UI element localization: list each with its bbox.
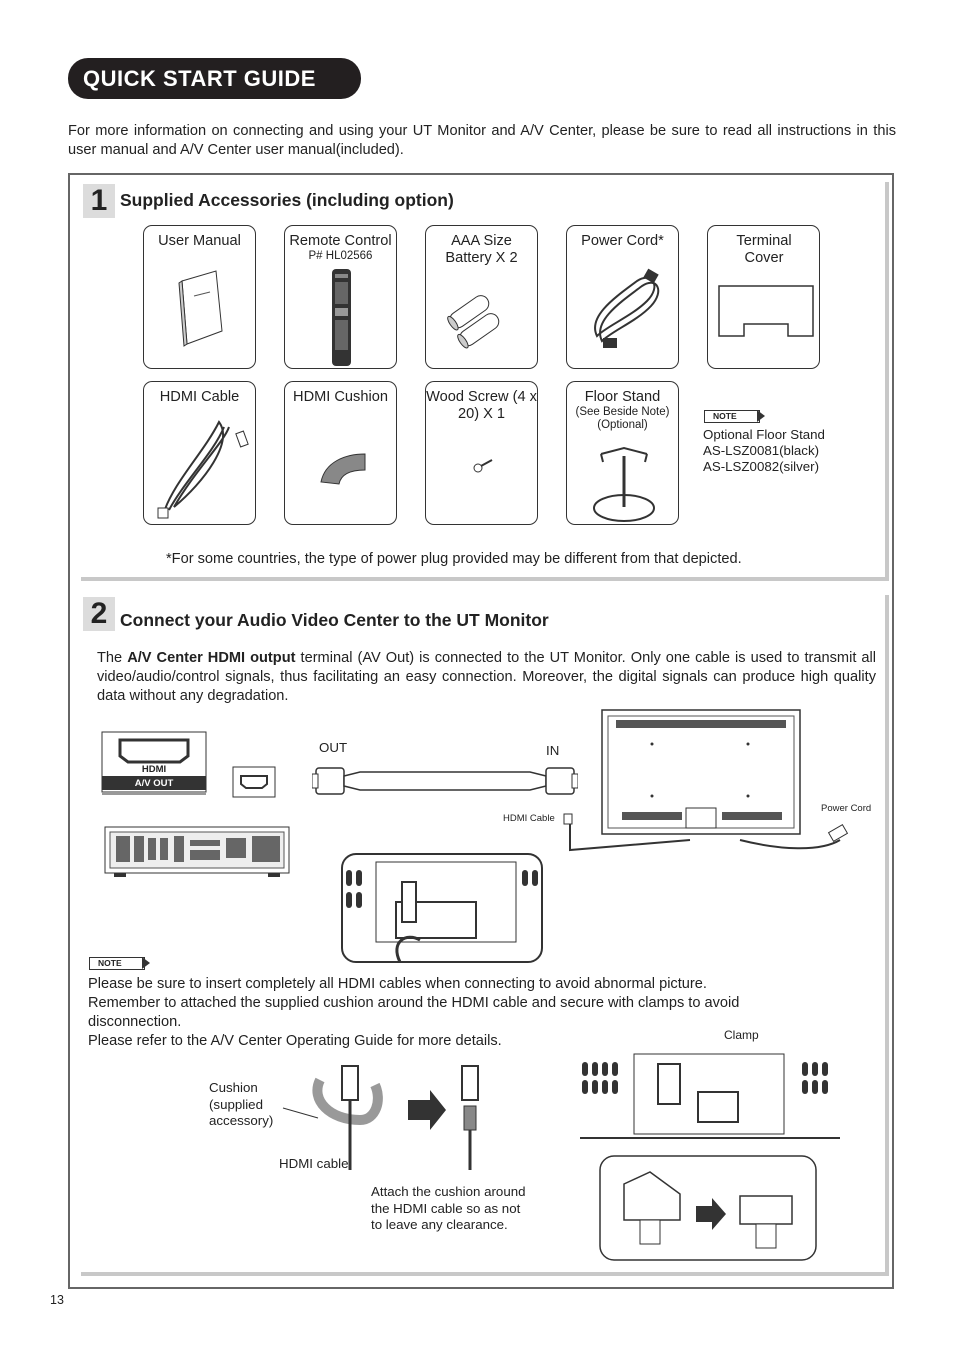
cushion-label: Cushion (supplied accessory) xyxy=(209,1080,273,1130)
connection-paragraph: The A/V Center HDMI output terminal (AV … xyxy=(97,649,876,706)
av-out-terminal-illustration xyxy=(101,731,207,795)
accessory-power-cord: Power Cord* xyxy=(566,225,679,369)
terminal-cover-icon xyxy=(718,285,814,337)
accessory-label: Wood Screw (4 x 20) X 1 xyxy=(426,389,537,422)
accessory-label: HDMI Cushion xyxy=(293,389,388,405)
cushion-label-line: Cushion xyxy=(209,1080,258,1095)
hdmi-cable-icon xyxy=(157,420,249,519)
content-frame xyxy=(68,173,894,1289)
section-number-1: 1 xyxy=(83,184,115,218)
attach-line: Attach the cushion around xyxy=(371,1184,526,1199)
hdmi-cable-diagram xyxy=(312,767,578,795)
cushion-label-line: accessory) xyxy=(209,1113,274,1128)
accessory-part-number: P# HL02566 xyxy=(308,250,373,262)
accessory-terminal-cover: Terminal Cover xyxy=(707,225,820,369)
accessory-batteries: AAA Size Battery X 2 xyxy=(425,225,538,369)
note-tag-2: NOTE xyxy=(89,957,150,970)
section-title-connection: Connect your Audio Video Center to the U… xyxy=(120,610,549,630)
note-line: Optional Floor Stand xyxy=(703,427,825,442)
accessory-label: HDMI Cable xyxy=(159,389,240,405)
out-label: OUT xyxy=(319,740,348,755)
connection-notes: Please be sure to insert completely all … xyxy=(88,975,818,1051)
terminal-closeup-illustration xyxy=(341,853,543,963)
hdmi-cushion-icon xyxy=(320,453,366,485)
cushion-label-line: (supplied xyxy=(209,1096,263,1112)
note-line: Please be sure to insert completely all … xyxy=(88,976,707,992)
clamp-label: Clamp xyxy=(724,1028,759,1042)
accessory-floor-stand: Floor Stand (See Beside Note) (Optional) xyxy=(566,381,679,525)
accessory-sub-optional: (Optional) xyxy=(597,419,648,431)
paragraph-text: The xyxy=(97,650,128,666)
attach-instructions: Attach the cushion around the HDMI cable… xyxy=(371,1184,526,1234)
intro-paragraph: For more information on connecting and u… xyxy=(68,123,896,158)
accessory-hdmi-cable: HDMI Cable xyxy=(143,381,256,525)
clamp-illustration xyxy=(580,1053,840,1261)
accessory-label: Floor Stand xyxy=(584,389,661,405)
accessory-remote-control: Remote Control P# HL02566 xyxy=(284,225,397,369)
attach-line: to leave any clearance. xyxy=(371,1217,508,1232)
monitor-rear-illustration xyxy=(601,709,801,835)
accessory-sub-note: (See Beside Note) xyxy=(575,406,670,418)
monitor-cables-illustration xyxy=(563,813,849,852)
note-tag: NOTE xyxy=(704,410,765,423)
page-title: QUICK START GUIDE xyxy=(68,58,361,99)
paragraph-bold: A/V Center HDMI output xyxy=(127,650,296,666)
section-number-2: 2 xyxy=(83,597,115,631)
floor-stand-icon xyxy=(593,446,655,522)
hdmi-cable-callout: HDMI Cable xyxy=(503,813,555,824)
floor-stand-note: Optional Floor Stand AS-LSZ0081(black) A… xyxy=(703,427,825,475)
paragraph-text: terminal (AV Out) is connected to the UT… xyxy=(97,650,877,704)
note-line: Please refer to the A/V Center Operating… xyxy=(88,1033,502,1049)
hdmi-port-label: HDMI xyxy=(141,764,167,775)
note-line: AS-LSZ0082(silver) xyxy=(703,459,820,474)
accessory-hdmi-cushion: HDMI Cushion xyxy=(284,381,397,525)
hdmi-port-icon xyxy=(232,766,276,798)
remote-control-icon xyxy=(332,269,351,366)
power-plug-footnote: *For some countries, the type of power p… xyxy=(166,551,742,567)
manual-icon xyxy=(178,270,223,347)
power-cord-callout: Power Cord xyxy=(821,803,872,814)
accessory-label: Terminal Cover xyxy=(736,233,792,266)
accessory-label: AAA Size Battery X 2 xyxy=(445,233,518,266)
hdmi-cable-label: HDMI cable xyxy=(279,1156,349,1171)
page-number: 13 xyxy=(50,1293,64,1307)
accessory-label: Remote Control xyxy=(289,233,392,249)
av-center-rear-illustration xyxy=(104,826,290,877)
accessory-user-manual: User Manual xyxy=(143,225,256,369)
screw-icon xyxy=(473,459,493,473)
note-line: AS-LSZ0081(black) xyxy=(703,443,820,458)
accessory-label: User Manual xyxy=(158,233,241,249)
power-cord-icon xyxy=(594,268,660,348)
section-title-accessories: Supplied Accessories (including option) xyxy=(120,190,454,210)
in-label: IN xyxy=(546,743,560,758)
battery-icon xyxy=(447,295,500,349)
note-line: Remember to attached the supplied cushio… xyxy=(88,995,740,1030)
cushion-attach-illustration xyxy=(282,1065,479,1170)
accessory-label: Power Cord* xyxy=(581,233,664,249)
av-out-port-label: A/V OUT xyxy=(134,778,174,789)
attach-line: the HDMI cable so as not xyxy=(371,1200,521,1216)
accessory-wood-screw: Wood Screw (4 x 20) X 1 xyxy=(425,381,538,525)
